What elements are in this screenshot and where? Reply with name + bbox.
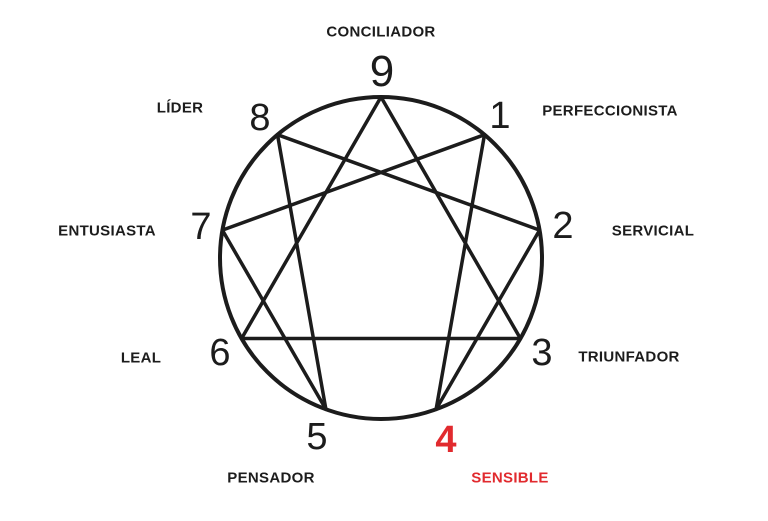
line-5-7 [220,228,328,412]
line-2-8 [275,132,542,232]
line-4-2 [434,228,542,412]
type-number-7: 7 [190,206,212,248]
line-7-1 [220,132,487,232]
line-6-9 [239,95,383,341]
type-number-2: 2 [552,205,574,247]
line-9-3 [379,95,523,341]
type-number-4: 4 [435,419,457,461]
enneagram-circle [218,95,544,421]
type-label-conciliador: CONCILIADOR [326,23,436,41]
type-number-3: 3 [531,332,553,374]
line-1-4 [434,132,487,412]
line-8-5 [275,132,328,412]
type-label-perfeccionista: PERFECCIONISTA [542,102,678,120]
type-number-6: 6 [209,332,231,374]
type-label-servicial: SERVICIAL [611,222,695,240]
type-label-pensador: PENSADOR [227,469,315,487]
type-label-leal: LEAL [120,349,162,367]
type-number-8: 8 [249,97,271,139]
type-label-triunfador: TRIUNFADOR [578,348,680,366]
type-label-sensible: SENSIBLE [471,469,549,487]
type-label-entusiasta: ENTUSIASTA [58,222,156,240]
type-number-5: 5 [306,416,328,458]
type-number-9: 9 [369,47,395,96]
type-number-1: 1 [489,95,511,137]
type-label-lider: LÍDER [156,99,204,117]
